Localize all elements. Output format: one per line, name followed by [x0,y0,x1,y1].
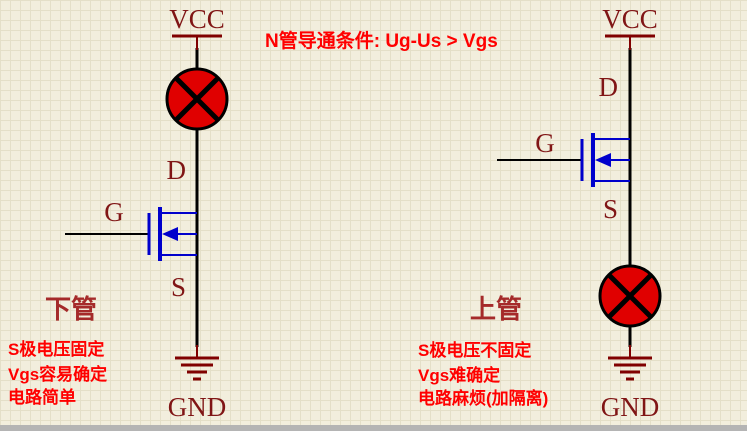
gnd-label-right: GND [601,392,660,422]
source-label-right: S [603,194,618,224]
gate-label-left: G [104,197,124,227]
lamps [165,67,662,328]
right-note-2: Vgs难确定 [418,365,500,385]
mosfet-arrow-icon-left [162,227,178,241]
conduction-condition-note: N管导通条件: Ug-Us > Vgs [265,29,498,52]
right-note-3: 电路麻烦(加隔离) [418,388,548,408]
left-note-3: 电路简单 [8,387,76,407]
vcc-label-left: VCC [169,4,225,34]
nmos-symbol-left [147,207,197,261]
heading-high-side: 上管 [470,294,522,324]
gate-label-right: G [535,128,555,158]
mosfet-arrow-icon-right [595,153,611,167]
power-symbols [172,34,655,381]
nmos-symbol-right [580,133,630,187]
vcc-label-right: VCC [602,4,658,34]
heading-low-side: 下管 [45,294,97,324]
drain-label-left: D [167,155,187,185]
gnd-label-left: GND [168,392,227,422]
left-note-2: Vgs容易确定 [8,364,107,384]
left-note-1: S极电压固定 [8,339,104,359]
source-label-left: S [171,272,186,302]
drain-label-right: D [599,72,619,102]
window-bottom-edge [0,425,747,431]
right-note-1: S极电压不固定 [418,340,531,360]
lamp-x-stroke2-left [174,76,220,122]
wires [65,48,632,347]
lamp-x-stroke2-right [607,273,653,319]
